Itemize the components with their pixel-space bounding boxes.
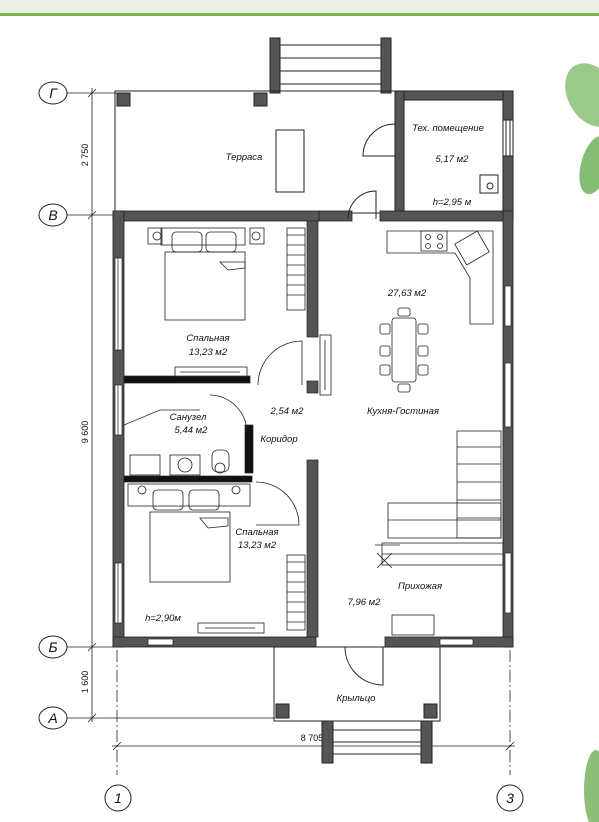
room-area-kitchen: 27,63 м2 [387, 288, 427, 299]
room-label-tech: Тех. помещение [412, 123, 484, 134]
dimension-top: 2 750 [80, 144, 90, 167]
room-label-porch: Крыльцо [337, 693, 376, 704]
leaf-decoration-icon [565, 63, 599, 822]
room-label-corridor: Коридор [260, 434, 297, 445]
terrace-stairs [269, 37, 392, 94]
bathroom-furniture [123, 394, 248, 476]
room-label-hallway: Прихожая [398, 581, 442, 592]
room-area-bedroom2: 13,23 м2 [238, 540, 277, 551]
room-height-main: h=2,90м [145, 613, 181, 624]
room-area-tech: 5,17 м2 [436, 154, 470, 165]
axis-label-3: 3 [506, 790, 514, 806]
dimension-bottom: 1 600 [80, 671, 90, 694]
room-area-corridor: 2,54 м2 [270, 406, 305, 417]
axis-label-v: В [48, 207, 57, 223]
room-label-bedroom2: Спальная [235, 527, 278, 538]
room-area-bathroom: 5,44 м2 [175, 425, 209, 436]
inner-walls [123, 220, 319, 638]
axis-label-g: Г [49, 85, 58, 101]
dimension-middle: 9 600 [80, 421, 90, 444]
room-area-bedroom1: 13,23 м2 [189, 347, 228, 358]
kitchen-furniture [319, 230, 494, 396]
bedroom2-furniture [127, 483, 306, 634]
bedroom1-furniture [147, 227, 306, 386]
top-banner [0, 0, 599, 15]
axis-label-1: 1 [114, 790, 122, 806]
room-label-bedroom1: Спальная [186, 333, 229, 344]
room-label-bathroom: Санузел [170, 412, 208, 423]
living-furniture [375, 430, 504, 569]
windows [114, 257, 512, 646]
porch [273, 646, 441, 764]
room-label-terrace: Терраса [226, 152, 263, 163]
dimension-width: 8 705 [301, 733, 324, 743]
axis-label-b: Б [48, 639, 57, 655]
axis-label-a: А [47, 710, 57, 726]
room-height-tech: h=2,95 м [433, 197, 472, 208]
tech-room [362, 90, 514, 220]
room-area-hallway: 7,96 м2 [348, 597, 382, 608]
room-label-kitchen: Кухня-Гостиная [367, 406, 439, 417]
